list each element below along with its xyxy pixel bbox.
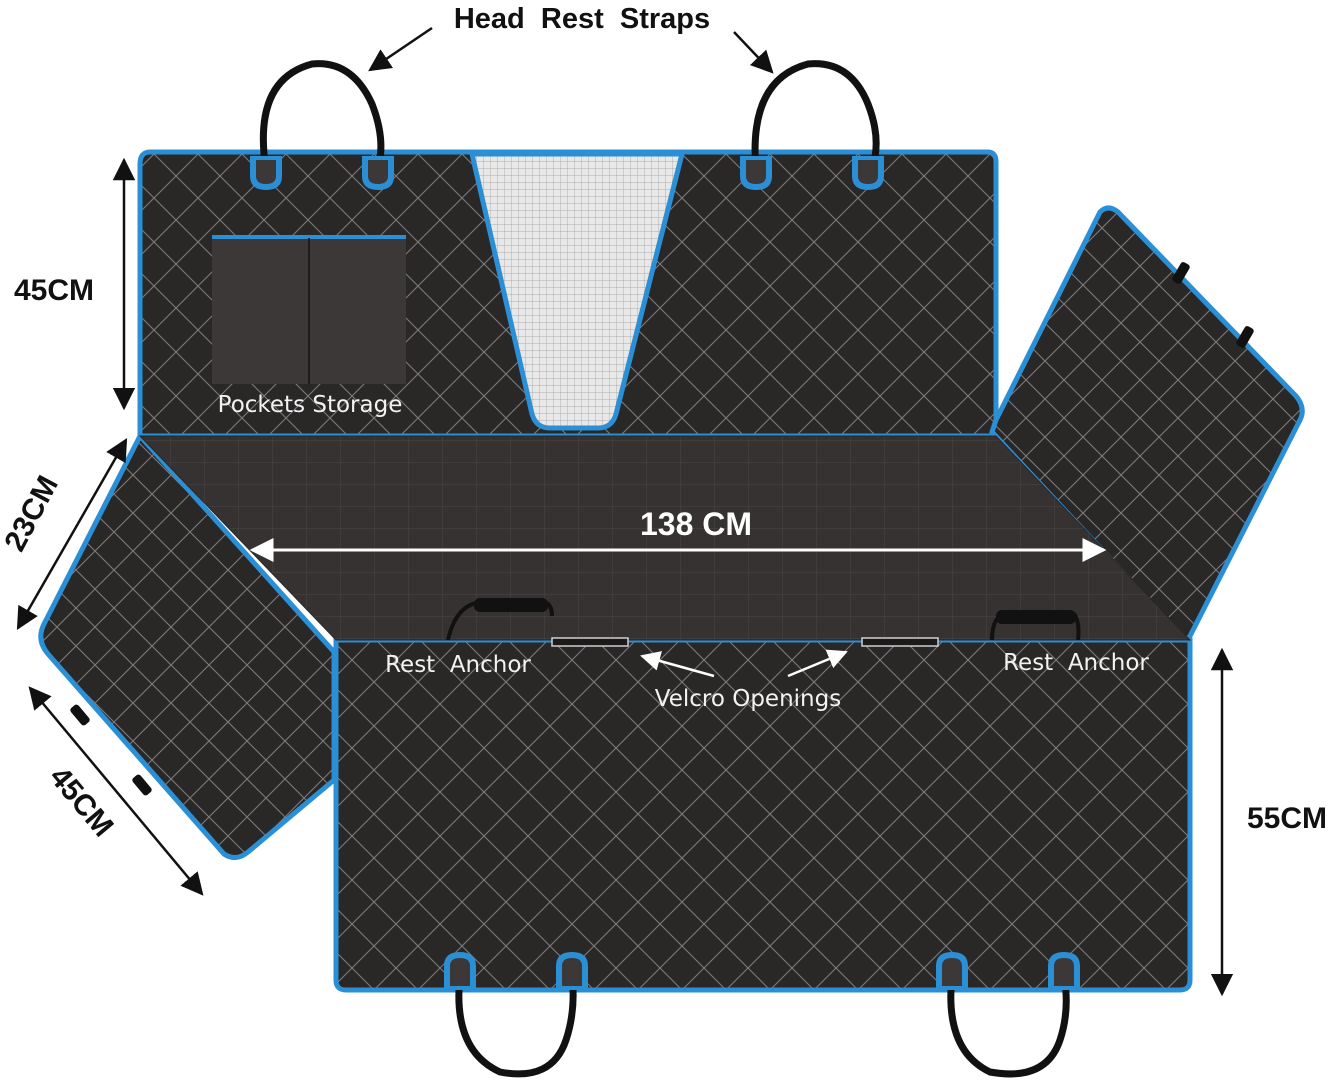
strap-loop-icon	[259, 60, 385, 174]
velcro-slot-icon	[551, 637, 629, 647]
buckle-icon	[362, 156, 394, 190]
head-rest-straps-label: Head Rest Straps	[454, 3, 710, 35]
velcro-slot-icon	[861, 637, 939, 647]
dimension-top-height-label: 45CM	[14, 274, 94, 307]
dimension-side-length-label: 45CM	[43, 761, 120, 844]
velcro-arrow-right	[787, 649, 848, 678]
strap-loop-icon	[455, 972, 577, 1078]
strap-loop-icon	[751, 60, 880, 174]
seat-back-panel	[137, 149, 999, 439]
dimension-bottom-height-label: 55CM	[1247, 802, 1327, 835]
buckle-icon	[936, 952, 968, 990]
buckle-icon	[556, 952, 588, 990]
flap-buckle-icon	[1236, 326, 1254, 348]
rest-anchor-left	[446, 598, 554, 641]
buckle-icon	[250, 156, 282, 190]
velcro-openings-label: Velcro Openings	[655, 686, 841, 712]
dimension-side-width-label: 23CM	[0, 470, 65, 556]
head-rest-arrow-left	[368, 26, 433, 72]
head-rest-arrow-right	[733, 31, 774, 74]
storage-pockets	[212, 235, 406, 384]
right-side-flap	[989, 205, 1305, 644]
rest-anchor-right-label: Rest Anchor	[1003, 650, 1149, 676]
dimension-width-label: 138 CM	[640, 506, 752, 542]
rest-anchor-left-label: Rest Anchor	[385, 652, 531, 678]
mesh-window	[468, 151, 686, 431]
flap-buckle-icon	[70, 704, 90, 726]
buckle-icon	[444, 952, 476, 990]
flap-buckle-icon	[132, 774, 152, 796]
rest-anchor-right	[990, 610, 1081, 641]
dimension-arrow-side-length	[28, 686, 204, 896]
flap-buckle-icon	[1172, 262, 1190, 284]
velcro-arrow-left	[640, 651, 715, 678]
dimension-arrow-side-width	[16, 438, 128, 630]
buckle-icon	[1048, 952, 1080, 990]
pockets-storage-label: Pockets Storage	[218, 392, 403, 418]
seat-bottom-panel	[333, 637, 1193, 993]
buckle-icon	[740, 156, 772, 190]
strap-loop-icon	[947, 972, 1070, 1078]
buckle-icon	[852, 156, 884, 190]
